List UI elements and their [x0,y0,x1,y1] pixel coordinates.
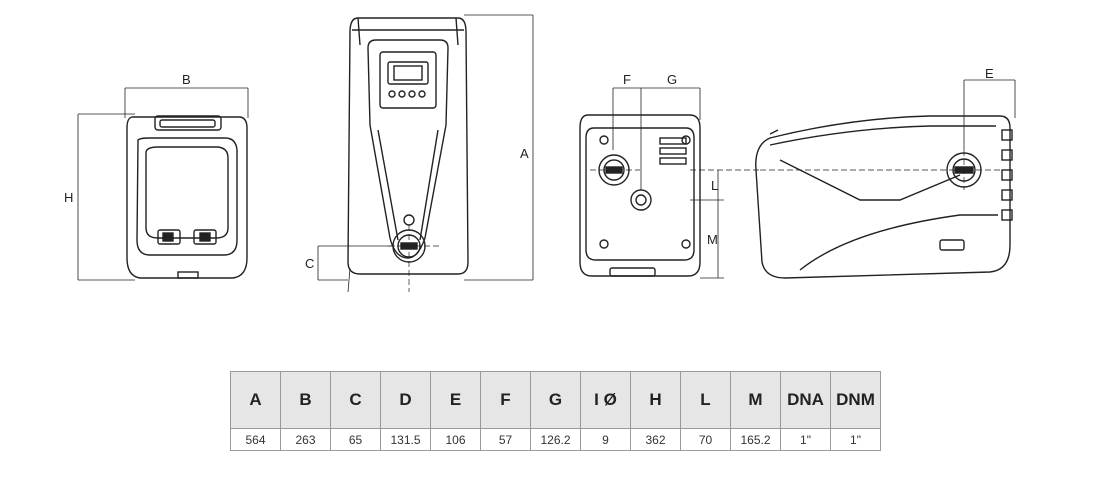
label-h: H [64,190,73,205]
side-view [317,14,534,293]
front-view [77,87,249,281]
header-cell: DNM [830,371,881,429]
value-cell: 57 [480,428,531,451]
label-l: L [711,178,718,193]
header-cell: D [380,371,431,429]
header-cell: L [680,371,731,429]
dimensions-table: A B C D E F G I Ø H L M DNA DNM 564 263 … [230,371,881,451]
value-cell: 1" [830,428,881,451]
label-a: A [520,146,529,161]
value-cell: 70 [680,428,731,451]
table-row: 564 263 65 131.5 106 57 126.2 9 362 70 1… [230,428,881,451]
header-cell: DNA [780,371,831,429]
value-cell: 564 [230,428,281,451]
top-view [755,79,1016,279]
value-cell: 126.2 [530,428,581,451]
header-cell: H [630,371,681,429]
label-g: G [667,72,677,87]
rear-view [579,87,760,279]
value-cell: 106 [430,428,481,451]
value-cell: 263 [280,428,331,451]
header-cell: M [730,371,781,429]
header-cell: C [330,371,381,429]
header-cell: E [430,371,481,429]
label-f: F [623,72,631,87]
table-header-row: A B C D E F G I Ø H L M DNA DNM [230,371,881,429]
value-cell: 1" [780,428,831,451]
label-e: E [985,66,994,81]
technical-drawing: B H A C F G L M E [64,14,1016,293]
value-cell: 165.2 [730,428,781,451]
label-c: C [305,256,314,271]
label-m: M [707,232,718,247]
header-cell: G [530,371,581,429]
value-cell: 9 [580,428,631,451]
label-b: B [182,72,191,87]
value-cell: 362 [630,428,681,451]
value-cell: 65 [330,428,381,451]
value-cell: 131.5 [380,428,431,451]
header-cell: F [480,371,531,429]
header-cell: I Ø [580,371,631,429]
header-cell: B [280,371,331,429]
header-cell: A [230,371,281,429]
